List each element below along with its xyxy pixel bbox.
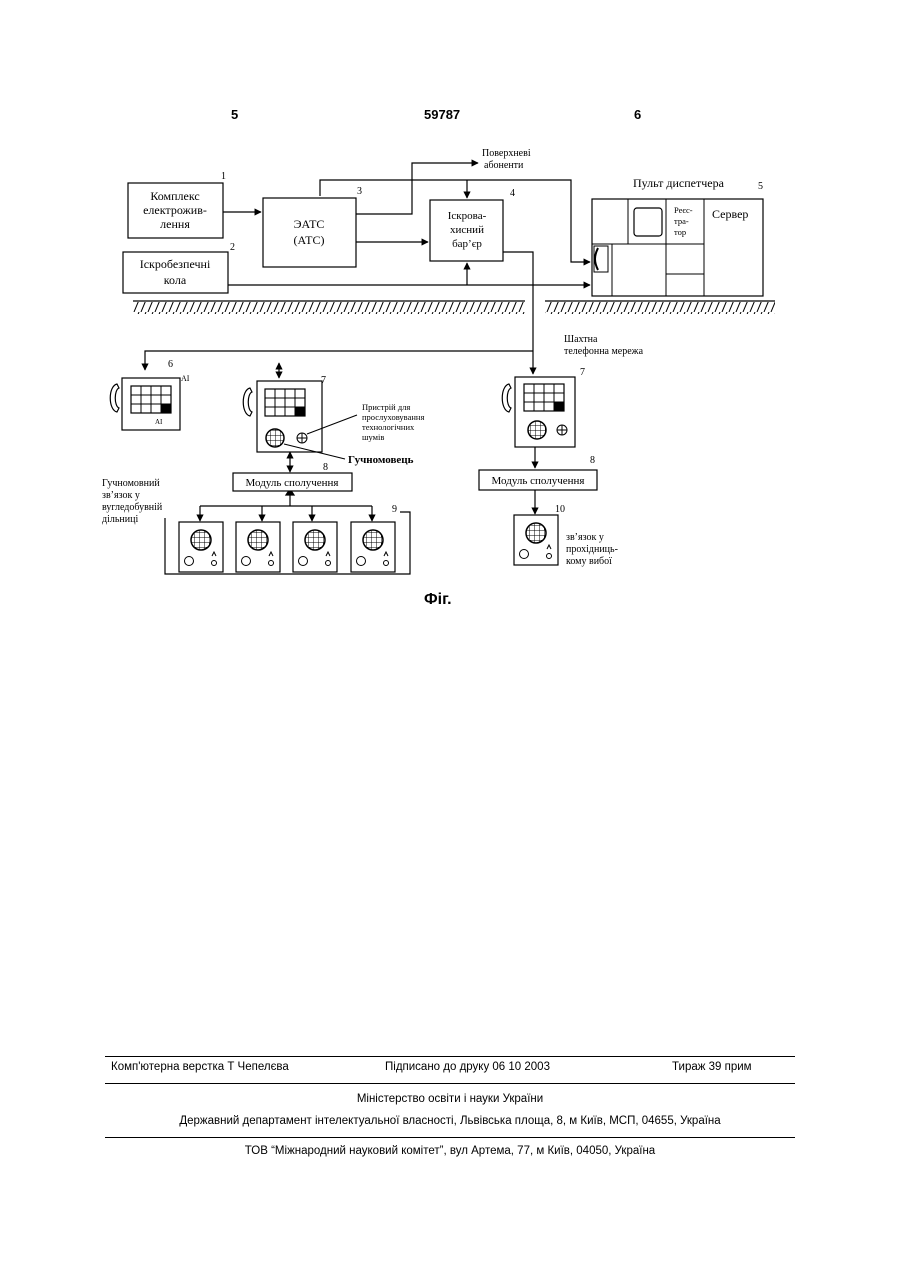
phone-6-tag-small: AI [155, 418, 163, 426]
exchange-number: 3 [357, 186, 362, 197]
listen-device-label-3: технологічних [362, 422, 415, 432]
footer-ministry: Міністерство освіти і науки України [0, 1093, 900, 1105]
spark-barrier-box: Іскрова- хисний бар’єр 4 [430, 188, 515, 261]
loudspeaker-label: Гучномовець [348, 454, 414, 466]
phone-6-tag: AI [181, 374, 190, 383]
listen-device-label-1: Пристрій для [362, 402, 410, 412]
power-complex-label-1: Комплекс [150, 189, 199, 203]
footer-department: Державний департамент інтелектуальної вл… [0, 1115, 900, 1127]
unit-10-number: 10 [555, 504, 565, 515]
footer-circulation: Тираж 39 прим [672, 1061, 752, 1073]
footer-rule-middle [105, 1083, 795, 1084]
dispatcher-console-label: Пульт диспетчера [633, 176, 725, 190]
listen-device-label-4: шумів [362, 432, 384, 442]
power-complex-label-3: лення [160, 217, 190, 231]
dispatcher-console-number: 5 [758, 181, 763, 192]
surface-subscribers-label-1: Поверхневі [482, 148, 531, 159]
barrier-label-2: хисний [450, 224, 484, 236]
footer-signed-date: Підписано до друку 06 10 2003 [385, 1061, 550, 1073]
spark-safe-circuits-box: Іскробезпечні кола 2 [123, 242, 235, 293]
phone-6-number: 6 [168, 359, 173, 370]
dispatcher-console: Пульт диспетчера 5 Реєс- тра- тор Сервер [592, 176, 763, 296]
communication-system-diagram: Комплекс електрожив- лення 1 Іскробезпеч… [0, 0, 900, 640]
console-handset-icon [594, 246, 608, 272]
loud-link-label-3: вугледобувній [102, 502, 163, 513]
phone-7-left-number: 7 [321, 375, 326, 386]
exchange-label-2: (АТС) [294, 233, 325, 247]
footer-rule-bottom [105, 1137, 795, 1138]
module-left-label: Модуль сполучення [246, 477, 339, 489]
server-label: Сервер [712, 207, 748, 221]
mine-phone-7-left: 7 [243, 375, 326, 452]
drift-speaker-unit-10: 10 [514, 504, 565, 565]
drift-link-label-3: кому вибої [566, 556, 612, 567]
power-complex-label-2: електрожив- [143, 203, 207, 217]
monitor-icon [634, 208, 662, 236]
mine-phone-6: 6 AI AI [110, 359, 190, 430]
mine-network-label-2: телефонна мережа [564, 346, 644, 357]
footer-layout-credit: Комп'ютерна верстка Т Чепелєва [111, 1061, 289, 1073]
phone-7-right-number: 7 [580, 367, 585, 378]
exchange-box: ЭАТС (АТС) 3 [263, 186, 362, 267]
speaker-unit-3 [293, 522, 337, 572]
power-complex-number: 1 [221, 171, 226, 182]
loud-link-label-4: дільниці [102, 514, 138, 525]
power-complex-box: Комплекс електрожив- лення 1 [128, 171, 226, 238]
speaker-unit-1 [179, 522, 223, 572]
module-right-number: 8 [590, 455, 595, 466]
barrier-label-3: бар’єр [452, 238, 482, 250]
loud-link-label-2: зв’язок у [102, 490, 140, 501]
barrier-number: 4 [510, 188, 515, 199]
surface-subscribers-label-2: абоненти [484, 160, 524, 171]
recorder-label-1: Реєс- [674, 205, 693, 215]
listen-device-label-2: прослуховування [362, 412, 424, 422]
drift-link-label-1: зв’язок у [566, 532, 604, 543]
spark-safe-number: 2 [230, 242, 235, 253]
mine-phone-7-right: 7 [502, 367, 585, 447]
ground-line-surface [133, 301, 775, 314]
recorder-label-3: тор [674, 227, 686, 237]
spark-safe-label-2: кола [164, 273, 187, 287]
speaker-group-number: 9 [392, 504, 397, 515]
footer-rule-top [105, 1056, 795, 1057]
module-left-number: 8 [323, 462, 328, 473]
footer-printer: ТОВ “Міжнародний науковий комітет”, вул … [0, 1145, 900, 1157]
speaker-unit-4 [351, 522, 395, 572]
module-right-label: Модуль сполучення [492, 475, 585, 487]
speaker-unit-2 [236, 522, 280, 572]
exchange-label-1: ЭАТС [294, 217, 325, 231]
loud-link-label-1: Гучномовний [102, 478, 160, 489]
figure-caption: Фіг. [424, 591, 452, 609]
spark-safe-label-1: Іскробезпечні [140, 257, 211, 271]
recorder-label-2: тра- [674, 216, 689, 226]
drift-link-label-2: прохідниць- [566, 544, 618, 555]
mine-network-label-1: Шахтна [564, 334, 598, 345]
barrier-label-1: Іскрова- [448, 210, 487, 222]
